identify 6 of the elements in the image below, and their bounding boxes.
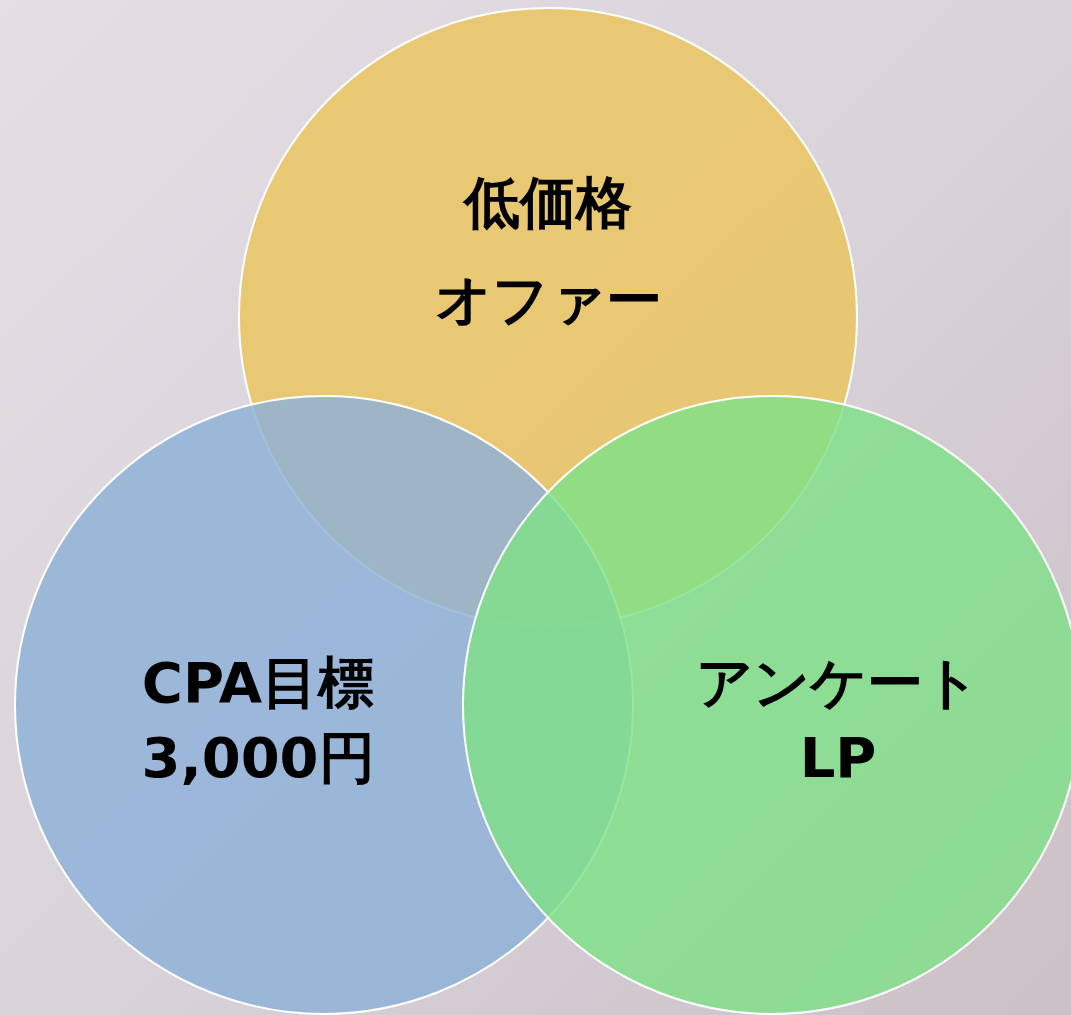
circle-label: 3,000円: [141, 730, 375, 786]
circle-label: オファー: [434, 272, 662, 328]
circle-label: CPA目標: [141, 655, 375, 711]
circle-label: アンケート: [696, 655, 980, 711]
circle-label: LP: [799, 730, 877, 786]
circle-label: 低価格: [464, 175, 632, 231]
